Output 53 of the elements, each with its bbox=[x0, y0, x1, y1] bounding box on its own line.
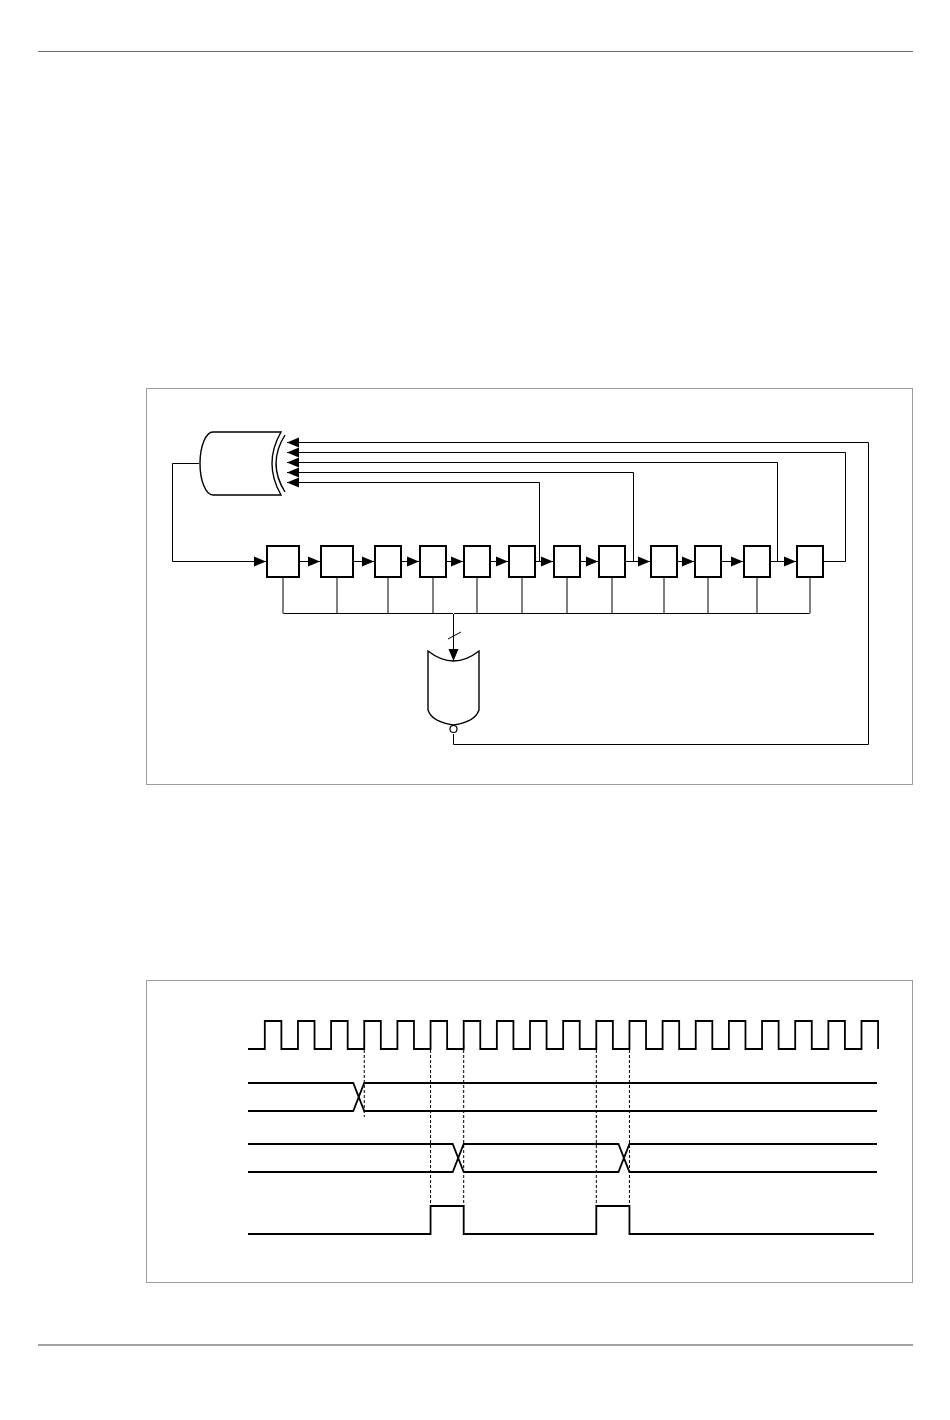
register-box bbox=[419, 545, 447, 578]
register-box bbox=[508, 545, 536, 578]
arrow bbox=[401, 556, 420, 567]
register-box bbox=[320, 545, 354, 578]
bus-line bbox=[432, 613, 454, 614]
connector-line bbox=[387, 577, 389, 614]
connector-line bbox=[756, 577, 758, 614]
bus-line bbox=[521, 613, 568, 614]
arrow bbox=[490, 556, 509, 567]
connector-line bbox=[432, 577, 434, 614]
nor-gate bbox=[427, 650, 480, 734]
bus-line bbox=[611, 613, 665, 614]
register-box bbox=[463, 545, 491, 578]
register-box bbox=[553, 545, 581, 578]
register-box bbox=[743, 545, 771, 578]
arrow bbox=[286, 447, 846, 562]
arrow bbox=[580, 556, 599, 567]
register-box bbox=[650, 545, 678, 578]
xor-gate bbox=[199, 431, 287, 496]
register-box bbox=[694, 545, 722, 578]
bus-line bbox=[707, 613, 758, 614]
connector-line bbox=[521, 577, 523, 614]
register-box bbox=[796, 545, 824, 578]
register-box bbox=[374, 545, 402, 578]
register-box bbox=[598, 545, 626, 578]
connector-line bbox=[336, 577, 338, 614]
connector-line bbox=[809, 577, 811, 614]
arrow bbox=[446, 556, 464, 567]
bus-line bbox=[387, 613, 434, 614]
arrow bbox=[286, 437, 869, 745]
arrow bbox=[286, 457, 778, 562]
bus-line bbox=[476, 613, 523, 614]
connector-line bbox=[566, 577, 568, 614]
bus-line bbox=[566, 613, 613, 614]
bus-line bbox=[453, 613, 478, 614]
arrow bbox=[677, 556, 695, 567]
connector-line bbox=[611, 577, 613, 614]
arrow bbox=[172, 463, 267, 567]
connector-line bbox=[663, 577, 665, 614]
connector-line bbox=[282, 577, 284, 614]
bus-line bbox=[756, 613, 810, 614]
arrow bbox=[286, 477, 540, 562]
bus-line bbox=[336, 613, 389, 614]
arrow bbox=[448, 613, 459, 662]
bus-line bbox=[663, 613, 709, 614]
connector-line bbox=[476, 577, 478, 614]
arrow bbox=[286, 467, 634, 562]
arrow bbox=[299, 556, 321, 567]
arrow bbox=[721, 556, 744, 567]
connector-line bbox=[707, 577, 709, 614]
arrow bbox=[353, 556, 375, 567]
register-box bbox=[266, 545, 300, 578]
bus-line bbox=[283, 613, 338, 614]
